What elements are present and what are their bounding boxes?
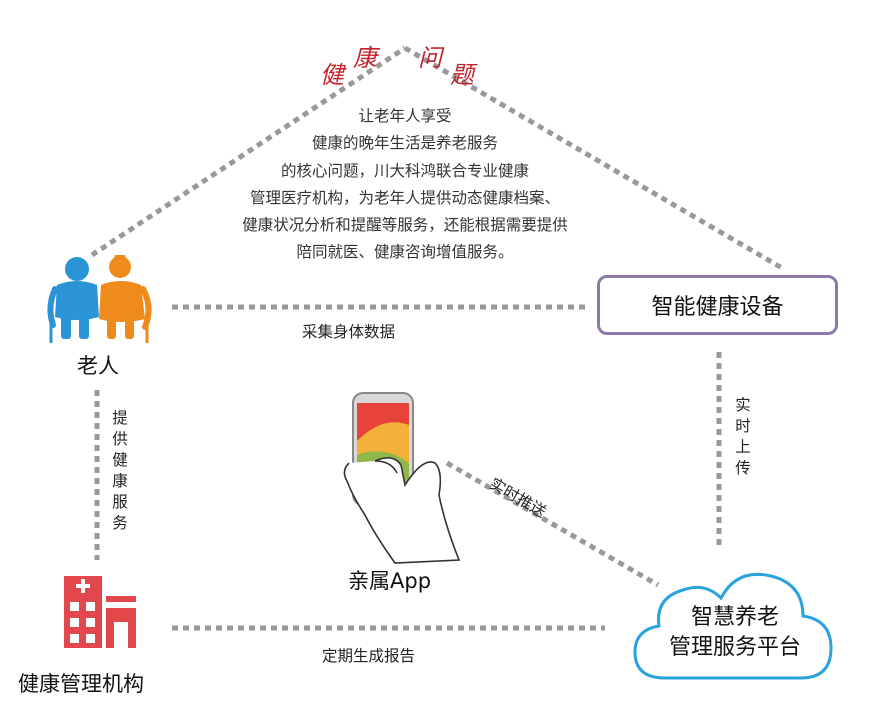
institution-label: 健康管理机构 [18,672,144,696]
description: 让老年人享受 健康的晚年生活是养老服务 的核心问题，川大科鸿联合专业健康 管理医… [185,103,625,267]
description-line: 健康状况分析和提醒等服务，还能根据需要提供 [242,216,568,235]
description-line: 的核心问题，川大科鸿联合专业健康 [280,161,529,180]
cloud-icon [633,572,833,680]
provide-service-label: 提供健康服务 [110,408,130,534]
description-line: 陪同就医、健康咨询增值服务。 [296,243,514,262]
description-line: 健康的晚年生活是养老服务 [311,134,498,153]
title-char-3: 问 [418,44,442,72]
push-line [445,460,660,588]
elderly-label: 老人 [77,354,119,378]
description-line: 让老年人享受 [358,107,452,125]
hospital-icon [64,576,136,648]
app-label: 亲属App [348,569,432,593]
phone-hand-icon [343,392,461,564]
smart-device-label: 智能健康设备 [651,295,784,320]
title-char-2: 康 [353,44,377,72]
report-label: 定期生成报告 [322,647,416,665]
elderly-couple-icon [47,255,152,343]
realtime-upload-text: 实时上传 [735,396,751,477]
platform-label-line-2: 管理服务平台 [668,635,801,660]
title-char-4: 题 [450,61,474,89]
title-char-1: 健 [320,61,344,89]
collect-data-label: 采集身体数据 [302,323,396,341]
provide-service-text: 提供健康服务 [112,409,128,532]
platform-label-line-1: 智慧养老 [690,605,779,630]
description-line: 管理医疗机构，为老年人提供动态健康档案、 [249,188,560,207]
roof-left-line [90,45,407,258]
smart-device-box: 智能健康设备 [597,275,838,335]
realtime-upload-label: 实时上传 [733,395,753,479]
roof-right-line [403,45,784,271]
platform-label: 智慧养老 管理服务平台 [640,603,830,663]
